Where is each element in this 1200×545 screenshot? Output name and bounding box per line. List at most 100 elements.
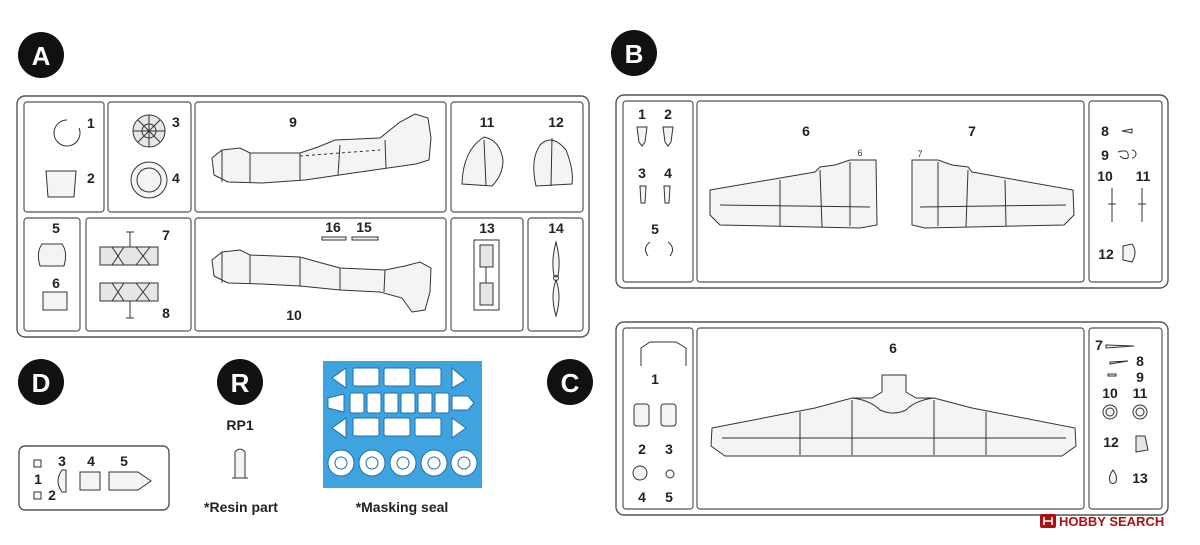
cell-a-2 (107, 101, 192, 213)
masking-seal: *Masking seal (323, 361, 482, 515)
label-c8: 8 (1136, 353, 1144, 369)
resin-caption: *Resin part (204, 499, 278, 515)
mask-piece (451, 417, 467, 439)
mask-piece (352, 367, 380, 387)
label-b7-small: 7 (917, 149, 922, 159)
cell-a-6 (85, 217, 192, 332)
label-b11: 11 (1136, 168, 1151, 184)
cell-a-5 (23, 217, 81, 332)
mask-piece (434, 392, 450, 414)
part-a1-ring (53, 119, 81, 147)
label-d5: 5 (120, 453, 128, 469)
watermark: HOBBY SEARCH (1040, 514, 1164, 529)
label-a13: 13 (479, 220, 495, 236)
label-b3: 3 (638, 165, 646, 181)
part-d5 (108, 471, 152, 491)
part-b10 (1108, 188, 1116, 222)
label-a10: 10 (286, 307, 302, 323)
mask-piece (331, 417, 347, 439)
badge-r-text: R (231, 368, 250, 398)
mask-wheel-inner (427, 456, 441, 470)
mask-wheel-inner (365, 456, 379, 470)
label-b6-small: 6 (857, 148, 862, 158)
sprue-b: B 1 2 3 4 5 6 7 6 7 8 9 10 11 12 (611, 30, 1169, 289)
label-c13: 13 (1132, 470, 1148, 486)
part-b5b (667, 241, 674, 257)
label-a6: 6 (52, 275, 60, 291)
label-c2: 2 (638, 441, 646, 457)
badge-a-text: A (32, 41, 51, 71)
part-c7 (1105, 344, 1135, 349)
mask-piece (414, 367, 442, 387)
part-b2 (662, 126, 674, 147)
sprue-d-frame (18, 445, 170, 511)
part-c6-lower-wing (710, 374, 1077, 457)
badge-d (18, 359, 64, 405)
part-a16-rod (321, 236, 347, 241)
mask-piece (352, 417, 380, 437)
label-a4: 4 (172, 170, 180, 186)
part-a15-rod (351, 236, 379, 241)
cell-a-7 (194, 217, 447, 332)
label-c4: 4 (638, 489, 646, 505)
part-b5a (644, 241, 651, 257)
part-a13-gear (473, 239, 500, 311)
badge-c (547, 359, 593, 405)
badge-b (611, 30, 657, 76)
part-b11 (1138, 188, 1146, 222)
part-c3 (660, 403, 677, 427)
label-a16: 16 (325, 219, 341, 235)
part-c1 (640, 341, 687, 366)
cell-c-3 (1088, 327, 1163, 510)
part-a4-cowl (130, 161, 168, 199)
part-b7-wing (911, 159, 1075, 229)
cell-a-1 (23, 101, 105, 213)
hobby-search-logo-icon (1040, 514, 1056, 528)
label-b8: 8 (1101, 123, 1109, 139)
part-c4 (632, 465, 648, 481)
masking-caption: *Masking seal (356, 499, 449, 515)
mask-piece (383, 392, 399, 414)
label-a5: 5 (52, 220, 60, 236)
sprue-c-frame (615, 321, 1169, 516)
part-d3 (57, 469, 67, 493)
part-c11 (1132, 404, 1148, 420)
part-b9 (1117, 149, 1137, 160)
watermark-text: HOBBY SEARCH (1059, 514, 1164, 529)
part-c5 (665, 469, 675, 479)
part-c9 (1107, 373, 1117, 377)
badge-a (18, 32, 64, 78)
label-c5: 5 (665, 489, 673, 505)
part-a5-seat (37, 243, 67, 267)
label-b6: 6 (802, 123, 810, 139)
label-rp1: RP1 (226, 417, 253, 433)
label-b9: 9 (1101, 147, 1109, 163)
label-d3: 3 (58, 453, 66, 469)
part-b3 (639, 185, 647, 204)
label-c11: 11 (1133, 385, 1148, 401)
label-d4: 4 (87, 453, 95, 469)
part-b8 (1121, 128, 1133, 134)
label-a14: 14 (548, 220, 564, 236)
label-a7: 7 (162, 227, 170, 243)
sprue-r: R RP1 *Resin part (204, 359, 278, 515)
mask-piece (400, 392, 416, 414)
cell-a-9 (527, 217, 584, 332)
part-b6-wing (709, 159, 878, 229)
sprue-c: C 1 2 3 4 5 6 7 8 9 10 11 12 13 (547, 321, 1169, 516)
label-a9: 9 (289, 114, 297, 130)
part-a9-fuselage (211, 113, 432, 184)
part-b4 (663, 185, 671, 204)
label-b2: 2 (664, 106, 672, 122)
label-a11: 11 (480, 114, 495, 130)
part-a10-fuselage (211, 249, 432, 313)
mask-piece (366, 392, 382, 414)
badge-b-text: B (625, 39, 644, 69)
cell-a-3 (194, 101, 447, 213)
part-a14-propeller (552, 240, 560, 318)
part-a8-frame (99, 282, 159, 302)
label-b7: 7 (968, 123, 976, 139)
label-a1: 1 (87, 115, 95, 131)
part-a2-bucket (45, 170, 77, 198)
